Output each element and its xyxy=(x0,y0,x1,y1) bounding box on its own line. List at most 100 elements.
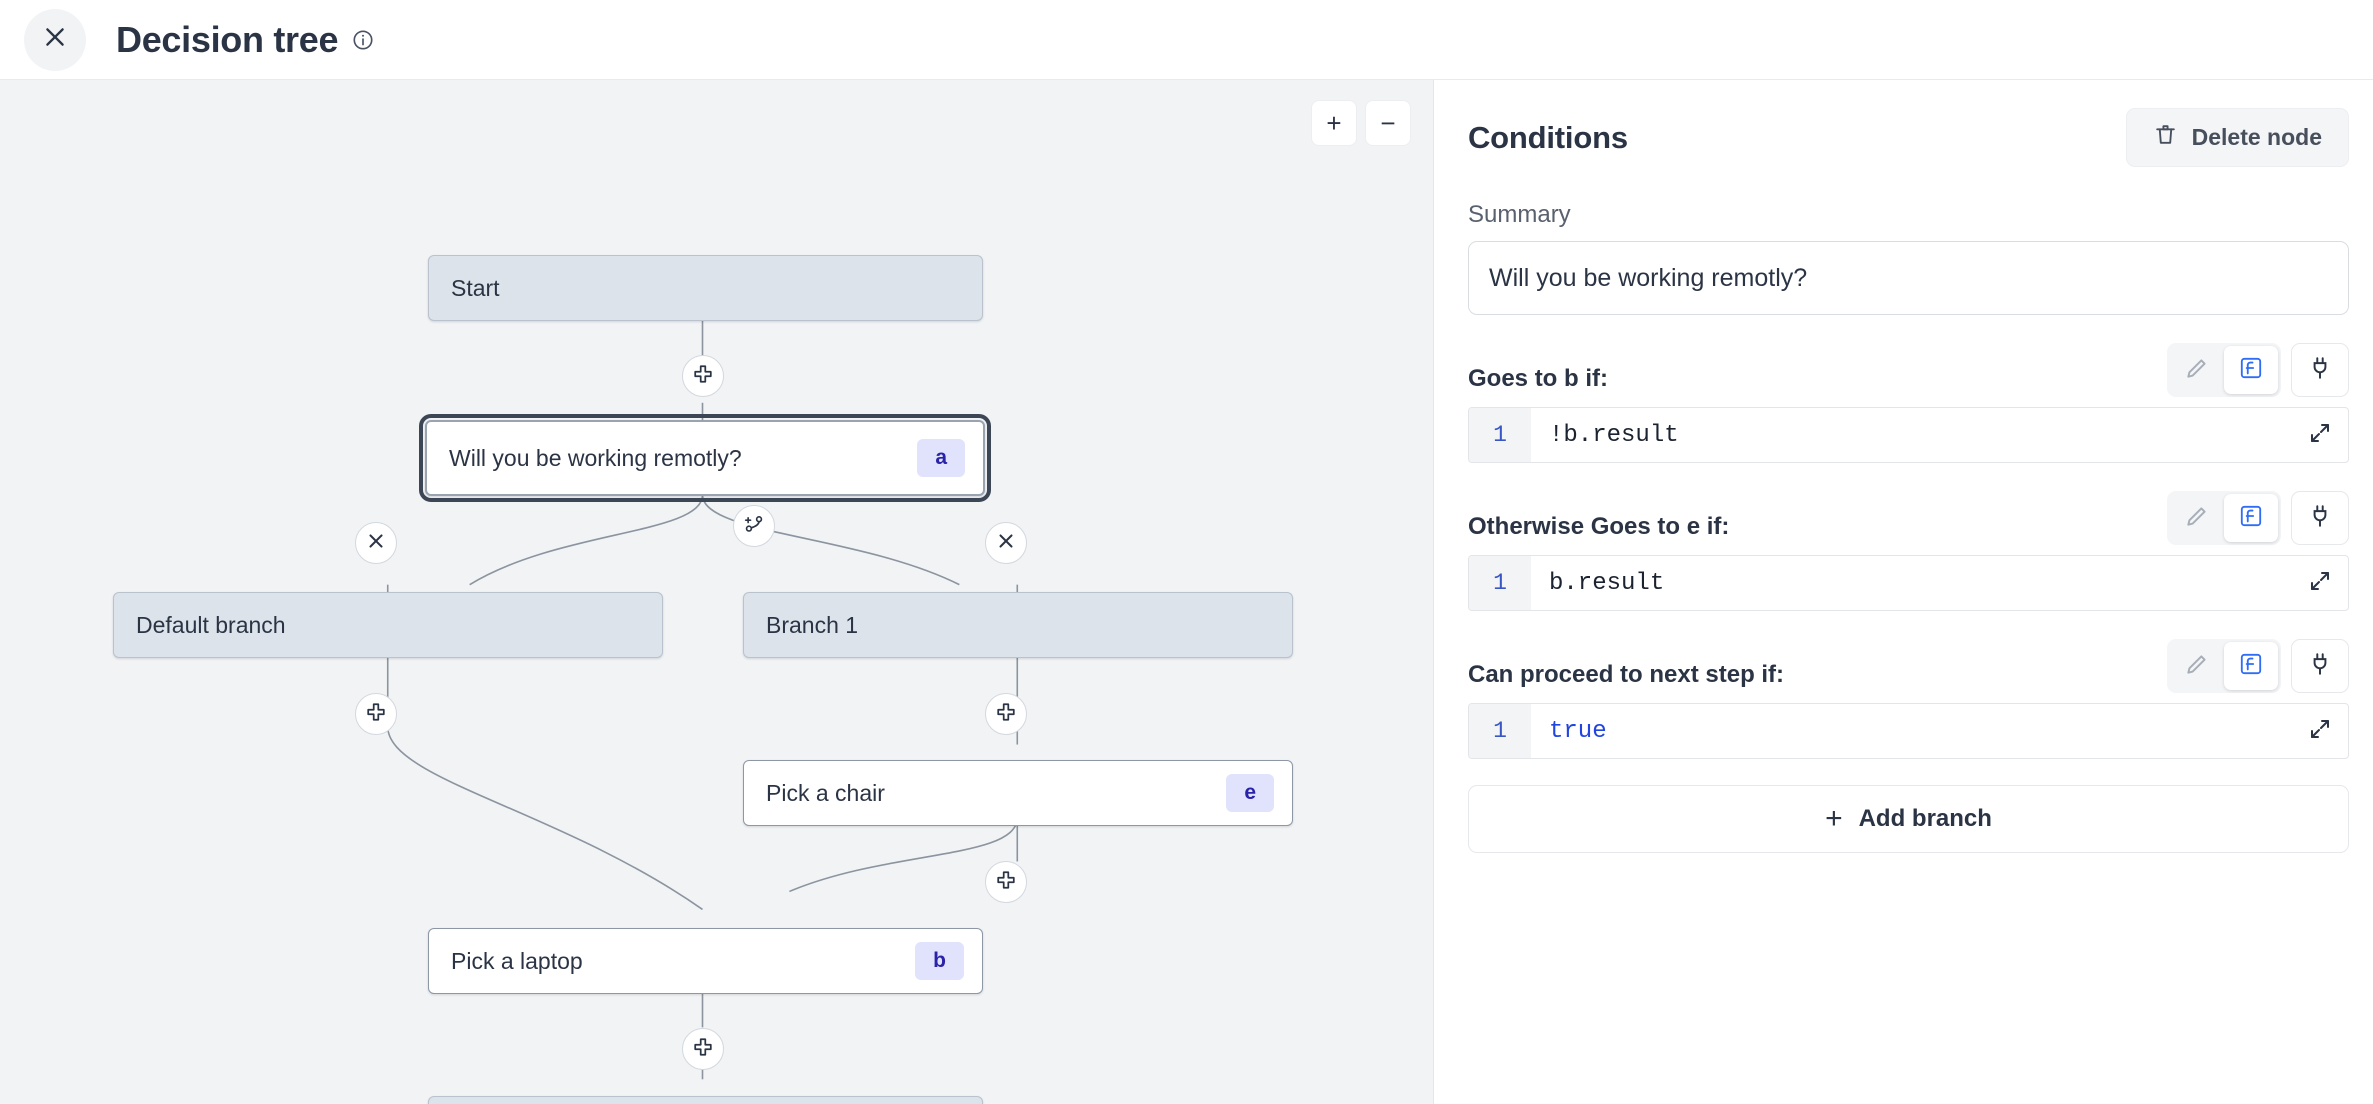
condition-block-can-proceed: Can proceed to next step if: xyxy=(1468,639,2349,759)
panel-title: Conditions xyxy=(1468,119,1628,155)
connect-button[interactable] xyxy=(2291,343,2349,397)
expand-icon xyxy=(2308,569,2332,598)
code-editor[interactable]: 1 b.result xyxy=(1468,555,2349,611)
plug-icon xyxy=(2307,355,2333,386)
flow-node-a[interactable]: Will you be working remotly? a xyxy=(419,414,991,502)
add-node-handle-after-default-branch[interactable] xyxy=(355,693,397,735)
condition-actions xyxy=(2167,639,2349,693)
condition-label: Can proceed to next step if: xyxy=(1468,661,1785,688)
plug-icon xyxy=(2307,651,2333,682)
code-content[interactable]: b.result xyxy=(1549,569,1665,597)
mode-toggle xyxy=(2167,343,2281,397)
add-node-handle-after-chair[interactable] xyxy=(985,861,1027,903)
add-node-handle-after-start[interactable] xyxy=(682,355,724,397)
condition-block-goes-to-b: Goes to b if: xyxy=(1468,343,2349,463)
expand-icon xyxy=(2308,717,2332,746)
flow-node-b[interactable]: Pick a laptop b xyxy=(428,928,983,994)
condition-label: Goes to b if: xyxy=(1468,365,1608,392)
node-label: Default branch xyxy=(136,611,286,638)
plus-node-icon xyxy=(692,363,714,390)
flow-node-e[interactable]: Pick a chair e xyxy=(743,760,1293,826)
close-icon xyxy=(995,530,1017,557)
flow-node-start[interactable]: Start xyxy=(428,255,983,321)
delete-node-button[interactable]: Delete node xyxy=(2125,108,2349,167)
condition-header: Can proceed to next step if: xyxy=(1468,639,2349,693)
condition-header: Goes to b if: xyxy=(1468,343,2349,397)
summary-label: Summary xyxy=(1468,201,1571,228)
plus-node-icon xyxy=(995,701,1017,728)
plus-node-icon xyxy=(365,701,387,728)
node-label: Start xyxy=(451,274,500,301)
pencil-mode-button[interactable] xyxy=(2170,642,2224,690)
node-badge: b xyxy=(915,942,964,980)
pencil-icon xyxy=(2184,355,2210,386)
function-icon xyxy=(2238,651,2264,682)
connect-button[interactable] xyxy=(2291,491,2349,545)
plug-icon xyxy=(2307,503,2333,534)
expand-editor-button[interactable] xyxy=(2296,560,2344,606)
code-content[interactable]: !b.result xyxy=(1549,421,1679,449)
trash-icon xyxy=(2153,122,2178,153)
function-icon xyxy=(2238,355,2264,386)
close-icon xyxy=(365,530,387,557)
close-button[interactable] xyxy=(24,8,86,71)
flow-canvas[interactable]: + − Start xyxy=(0,80,1434,1104)
zoom-controls: + − xyxy=(1311,100,1411,146)
condition-actions xyxy=(2167,343,2349,397)
line-number: 1 xyxy=(1469,556,1531,610)
pencil-mode-button[interactable] xyxy=(2170,346,2224,394)
line-number: 1 xyxy=(1469,408,1531,462)
page-title: Decision tree xyxy=(116,18,339,60)
info-icon[interactable] xyxy=(352,29,374,51)
conditions-panel: Conditions Delete node Summary Goes to b… xyxy=(1434,80,2373,1104)
pencil-icon xyxy=(2184,651,2210,682)
expand-editor-button[interactable] xyxy=(2296,708,2344,754)
function-mode-button[interactable] xyxy=(2224,346,2278,394)
node-badge: e xyxy=(1226,774,1274,812)
condition-label: Otherwise Goes to e if: xyxy=(1468,513,1730,540)
connect-button[interactable] xyxy=(2291,639,2349,693)
node-label: Branch 1 xyxy=(766,611,859,638)
plus-icon: + xyxy=(1825,802,1843,835)
remove-branch-handle-branch-1[interactable] xyxy=(985,522,1027,564)
add-branch-label: Add branch xyxy=(1858,805,1992,832)
panel-header: Conditions Delete node xyxy=(1468,108,2349,167)
mode-toggle xyxy=(2167,639,2281,693)
zoom-in-button[interactable]: + xyxy=(1311,100,1357,146)
expand-icon xyxy=(2308,421,2332,450)
function-mode-button[interactable] xyxy=(2224,494,2278,542)
pencil-mode-button[interactable] xyxy=(2170,494,2224,542)
pencil-icon xyxy=(2184,503,2210,534)
condition-actions xyxy=(2167,491,2349,545)
app-header: Decision tree xyxy=(0,0,2373,80)
code-editor[interactable]: 1 !b.result xyxy=(1468,407,2349,463)
code-editor[interactable]: 1 true xyxy=(1468,703,2349,759)
main-layout: + − Start xyxy=(0,80,2373,1104)
node-label: Pick a chair xyxy=(766,779,885,806)
flow-node-end[interactable]: End xyxy=(428,1096,983,1104)
function-icon xyxy=(2238,503,2264,534)
zoom-out-button[interactable]: − xyxy=(1365,100,1411,146)
plus-node-icon xyxy=(995,869,1017,896)
function-mode-button[interactable] xyxy=(2224,642,2278,690)
summary-input[interactable] xyxy=(1468,241,2349,315)
node-label: Pick a laptop xyxy=(451,947,583,974)
delete-node-label: Delete node xyxy=(2191,124,2322,150)
expand-editor-button[interactable] xyxy=(2296,412,2344,458)
branch-plus-icon xyxy=(743,513,765,540)
flow-node-branch-1[interactable]: Branch 1 xyxy=(743,592,1293,658)
node-badge: a xyxy=(917,439,965,477)
add-node-handle-after-laptop[interactable] xyxy=(682,1028,724,1070)
condition-block-goes-to-e: Otherwise Goes to e if: xyxy=(1468,491,2349,611)
node-label: Will you be working remotly? xyxy=(449,444,742,471)
close-icon xyxy=(42,24,68,55)
add-branch-button[interactable]: + Add branch xyxy=(1468,785,2349,853)
remove-branch-handle-default[interactable] xyxy=(355,522,397,564)
mode-toggle xyxy=(2167,491,2281,545)
flow-node-default-branch[interactable]: Default branch xyxy=(113,592,663,658)
add-branch-handle[interactable] xyxy=(733,505,775,547)
plus-node-icon xyxy=(692,1036,714,1063)
add-node-handle-after-branch-1[interactable] xyxy=(985,693,1027,735)
code-content[interactable]: true xyxy=(1549,717,1607,745)
condition-header: Otherwise Goes to e if: xyxy=(1468,491,2349,545)
